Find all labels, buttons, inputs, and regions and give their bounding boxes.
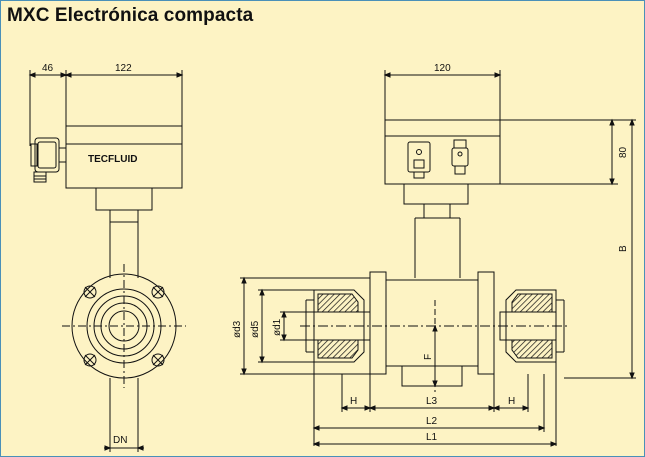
dim-label-d5: ød5: [250, 320, 261, 338]
dim-46-122: [28, 70, 184, 146]
dim-dn: [104, 378, 144, 452]
dim-label-h-right: H: [508, 396, 515, 407]
dim-label-120: 120: [434, 63, 451, 74]
cable-gland-connector: [30, 137, 66, 183]
dim-label-122: 122: [115, 63, 132, 74]
dim-label-f: F: [423, 354, 434, 360]
dim-label-h-left: H: [350, 396, 357, 407]
dim-lengths: [312, 362, 558, 447]
electronics-housing-right: [384, 119, 501, 219]
dim-80-b: [500, 118, 636, 380]
dim-label-b: B: [618, 245, 629, 252]
flange-end-view: [62, 264, 186, 388]
brand-label: TECFLUID: [88, 154, 137, 165]
dim-label-d3: ød3: [232, 320, 243, 338]
page-title: MXC Electrónica compacta: [7, 5, 254, 26]
dim-label-dn: DN: [113, 435, 127, 446]
dim-label-46: 46: [42, 63, 54, 74]
dim-label-l2: L2: [426, 416, 438, 427]
electronics-housing-left: [65, 125, 183, 223]
dim-120: [383, 70, 502, 120]
dim-diameters: [240, 276, 370, 376]
dim-label-l1: L1: [426, 432, 438, 443]
dim-label-l3: L3: [426, 396, 438, 407]
dim-label-d1: ød1: [272, 318, 283, 336]
dim-label-80: 80: [618, 146, 629, 158]
